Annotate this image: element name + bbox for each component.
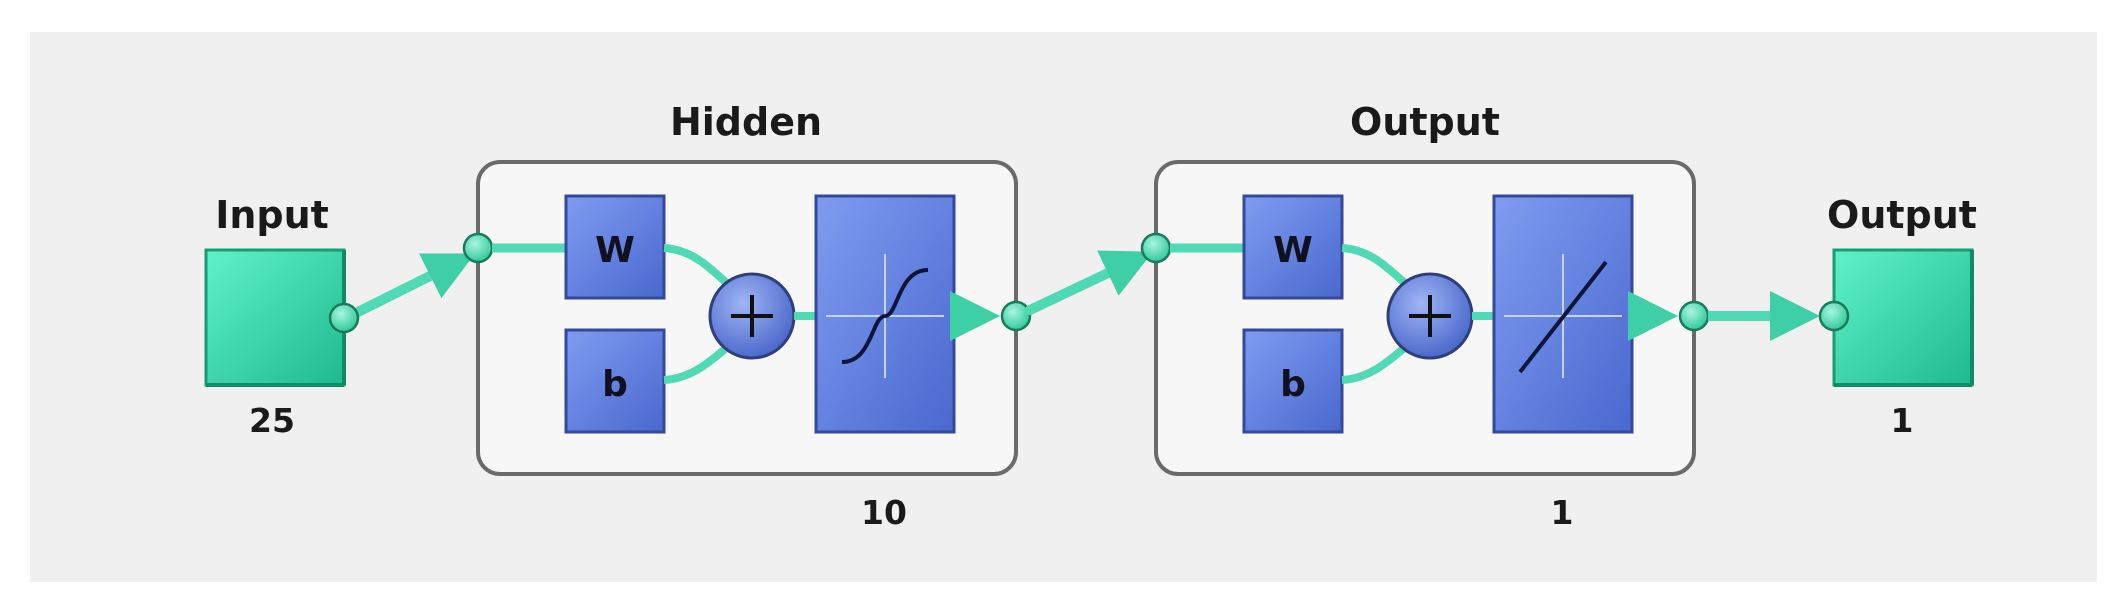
input-block (204, 248, 346, 387)
output-size: 1 (1891, 401, 1914, 440)
hidden-bias-label: b (602, 364, 628, 405)
output-layer-title: Output (1350, 100, 1500, 144)
hidden-weight-box (564, 194, 666, 300)
hidden-weight-label: W (595, 230, 635, 271)
output-bias-box (1242, 328, 1344, 434)
connector-input-hidden (341, 253, 475, 323)
output-plus-icon (1386, 272, 1474, 360)
output-layer-input-port (1140, 232, 1172, 264)
hidden-output-port (1000, 300, 1032, 332)
output-layer-size: 1 (1551, 493, 1574, 532)
hidden-bias-box (564, 328, 666, 434)
hidden-plus-icon (708, 272, 796, 360)
input-size: 25 (249, 401, 295, 440)
output-layer-output-port (1678, 300, 1710, 332)
hidden-input-port (462, 232, 494, 264)
hidden-size: 10 (861, 493, 907, 532)
output-block (1832, 248, 1974, 387)
linear-icon (1504, 254, 1622, 378)
output-weight-box (1242, 194, 1344, 300)
hidden-title: Hidden (670, 100, 822, 144)
output-title: Output (1827, 193, 1977, 237)
output-weight-label: W (1273, 230, 1313, 271)
sigmoid-icon (826, 254, 944, 378)
input-port (328, 302, 360, 334)
output-bias-label: b (1280, 364, 1306, 405)
input-title: Input (215, 193, 329, 237)
connector-hidden-output (1025, 250, 1154, 315)
output-port (1818, 300, 1850, 332)
